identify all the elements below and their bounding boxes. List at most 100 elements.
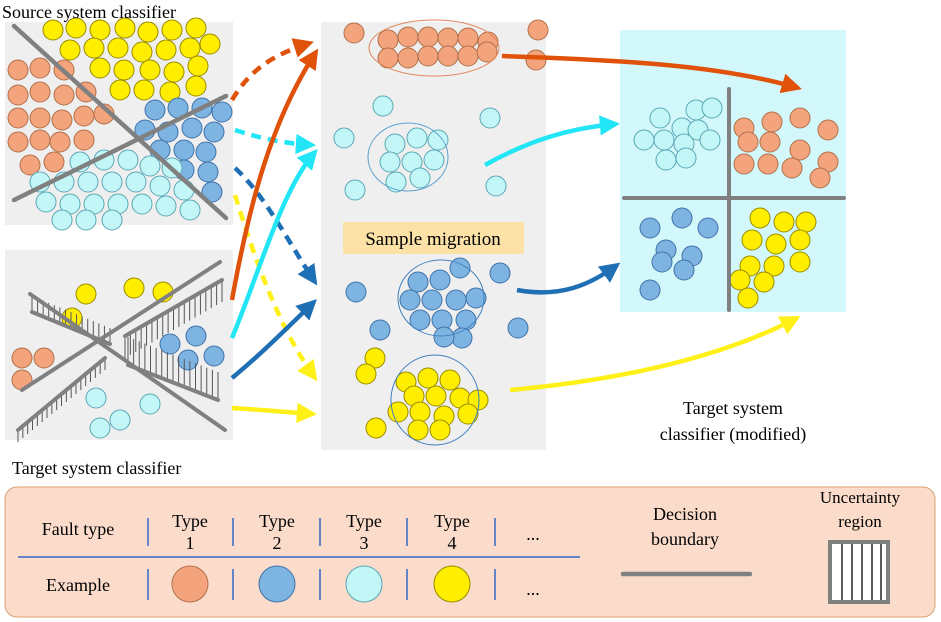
sample-dot-type4 — [161, 19, 183, 41]
sample-dot-type4 — [729, 269, 751, 291]
sample-dot-type2 — [697, 217, 719, 239]
sample-dot-type3 — [384, 133, 406, 155]
arrow-type2-from-target — [230, 299, 317, 380]
sample-dot-type1 — [437, 45, 459, 67]
sample-dot-type1 — [7, 84, 29, 106]
sample-dot-type3 — [653, 129, 675, 151]
legend-decision-boundary-line2: boundary — [651, 529, 719, 549]
sample-dot-type2 — [345, 281, 367, 303]
arrow-type4-from-target — [231, 402, 318, 423]
sample-dot-type2 — [673, 259, 695, 281]
sample-dot-type3 — [675, 147, 697, 169]
sample-dot-type4 — [185, 75, 207, 97]
legend-type2-line1: Type — [259, 511, 295, 531]
sample-dot-type1 — [73, 105, 95, 127]
sample-dot-type2 — [639, 217, 661, 239]
sample-dot-type3 — [649, 107, 671, 129]
sample-dot-type4 — [89, 19, 111, 41]
sample-dot-type3 — [139, 155, 161, 177]
sample-dot-type4 — [199, 33, 221, 55]
sample-dot-type3 — [427, 129, 449, 151]
sample-dot-type4 — [42, 19, 64, 41]
sample-dot-type4 — [741, 229, 763, 251]
sample-dot-type2 — [421, 289, 443, 311]
sample-dot-type2 — [197, 161, 219, 183]
sample-dot-type4 — [113, 59, 135, 81]
arrow-type2-dashed — [233, 166, 318, 286]
sample-dot-type1 — [457, 45, 479, 67]
sample-dot-type4 — [355, 363, 377, 385]
sample-dot-type1 — [397, 47, 419, 69]
sample-dot-type4 — [59, 39, 81, 61]
legend-type3-line1: Type — [346, 511, 382, 531]
sample-dot-type4 — [417, 367, 439, 389]
sample-dot-type4 — [185, 17, 207, 39]
legend-decision-boundary-line1: Decision — [653, 504, 717, 524]
sample-dot-type3 — [423, 149, 445, 171]
sample-dot-type2 — [489, 262, 511, 284]
legend: Fault type Example Type 1 Type 2 Type 3 … — [4, 486, 936, 618]
sample-dot-type2 — [399, 289, 421, 311]
sample-dot-type4 — [457, 403, 479, 425]
sample-dot-type1 — [53, 84, 75, 106]
sample-dot-type4 — [425, 385, 447, 407]
legend-uncertainty-swatch — [828, 540, 890, 604]
sample-dot-type3 — [333, 127, 355, 149]
sample-dot-type4 — [133, 79, 155, 101]
sample-dot-type1 — [11, 347, 33, 369]
legend-ellipsis-top: ... — [526, 524, 540, 544]
sample-dot-type1 — [476, 41, 498, 63]
sample-dot-type3 — [117, 149, 139, 171]
sample-dot-type1 — [397, 26, 419, 48]
sample-dot-type3 — [701, 97, 723, 119]
sample-dot-type1 — [51, 109, 73, 131]
sample-dot-type3 — [131, 193, 153, 215]
sample-dot-type4 — [155, 39, 177, 61]
sample-dot-type4 — [75, 283, 97, 305]
sample-dot-type2 — [177, 349, 199, 371]
sample-dot-type1 — [527, 19, 549, 41]
sample-dot-type2 — [409, 309, 431, 331]
sample-dot-type1 — [29, 107, 51, 129]
sample-migration-label-bg — [343, 222, 524, 254]
sample-dot-type1 — [343, 22, 365, 44]
sample-dot-type3 — [379, 151, 401, 173]
sample-dot-type1 — [33, 347, 55, 369]
sample-dot-type1 — [7, 131, 29, 153]
sample-migration-label: Sample migration — [365, 229, 501, 250]
sample-dot-type4 — [163, 61, 185, 83]
target-classifier-title: Target system classifier — [12, 458, 181, 478]
legend-type4-line1: Type — [434, 511, 470, 531]
sample-dot-type4 — [409, 401, 431, 423]
sample-dot-type1 — [29, 81, 51, 103]
sample-dot-type3 — [479, 107, 501, 129]
source-decision-boundaries — [11, 23, 229, 221]
legend-type4-example — [433, 565, 471, 603]
migration-arrows — [229, 38, 802, 423]
sample-dot-type3 — [633, 129, 655, 151]
legend-type2-line2: 2 — [273, 533, 282, 553]
sample-dot-type2 — [429, 269, 451, 291]
legend-type3-example — [345, 565, 383, 603]
sample-dot-type4 — [789, 251, 811, 273]
sample-dot-type2 — [144, 99, 166, 121]
sample-dot-type3 — [109, 409, 131, 431]
sample-dot-type2 — [407, 271, 429, 293]
sample-dot-type1 — [19, 154, 41, 176]
sample-dot-type4 — [65, 17, 87, 39]
sample-dot-type3 — [139, 393, 161, 415]
sample-dot-type2 — [195, 141, 217, 163]
sample-dot-type2 — [449, 257, 471, 279]
sample-dot-type4 — [763, 255, 785, 277]
sample-dot-type3 — [406, 127, 428, 149]
sample-dot-type4 — [179, 37, 201, 59]
legend-uncertainty-line1: Uncertainty — [820, 488, 901, 507]
sample-dot-type3 — [51, 209, 73, 231]
arrow-type3-from-target — [229, 148, 318, 339]
sample-dot-type3 — [101, 209, 123, 231]
sample-dot-type3 — [699, 129, 721, 151]
sample-dot-type3 — [655, 149, 677, 171]
sample-dot-type1 — [457, 27, 479, 49]
legend-type1-example — [171, 565, 209, 603]
